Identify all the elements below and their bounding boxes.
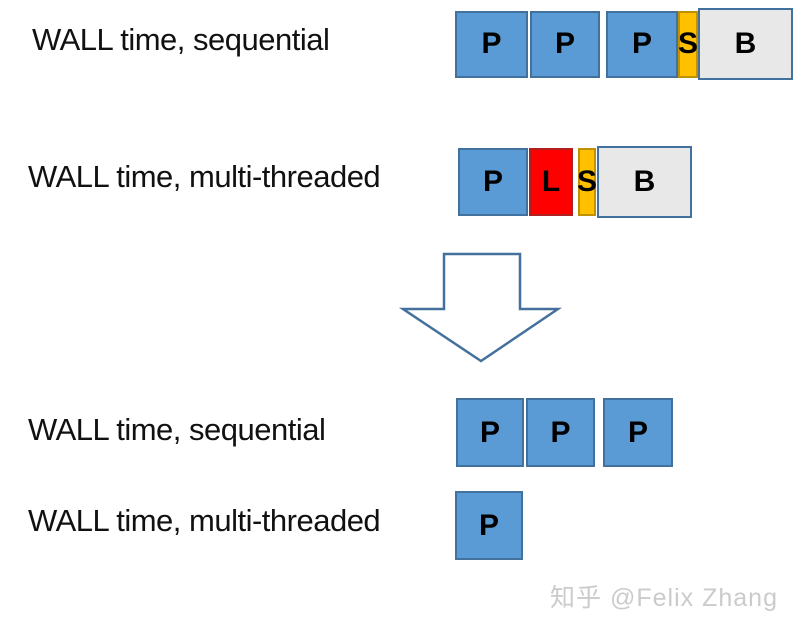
block-letter: P [482, 165, 503, 198]
block-P: P [603, 398, 673, 467]
block-letter: S [577, 165, 598, 198]
block-B: B [597, 146, 692, 218]
block-letter: P [478, 508, 499, 542]
block-P: P [458, 148, 528, 216]
zhihu-watermark: 知乎 @Felix Zhang [550, 584, 778, 612]
block-letter: S [678, 27, 699, 60]
wall-time-sequential-label-top: WALL time, sequential [32, 22, 330, 57]
block-letter: P [631, 27, 652, 60]
block-S: S [678, 10, 699, 78]
down-arrow-icon [398, 252, 562, 363]
block-letter: P [550, 415, 571, 449]
block-S: S [577, 148, 598, 216]
block-letter: P [554, 27, 575, 60]
block-letter: L [541, 165, 561, 198]
block-L: L [529, 148, 573, 216]
timeline-multithreaded-bottom: P [455, 491, 523, 560]
block-P: P [530, 10, 600, 78]
block-P: P [455, 10, 528, 78]
wall-time-sequential-label-bottom: WALL time, sequential [28, 412, 326, 447]
block-letter: P [481, 27, 502, 60]
wall-time-multithreaded-label-top: WALL time, multi-threaded [28, 159, 381, 194]
block-letter: B [734, 27, 757, 60]
block-P: P [455, 491, 523, 560]
block-letter: P [627, 415, 648, 449]
wall-time-multithreaded-label-bottom: WALL time, multi-threaded [28, 503, 381, 538]
block-B: B [698, 8, 793, 80]
block-letter: P [479, 415, 500, 449]
block-P: P [526, 398, 595, 467]
block-letter: B [633, 165, 656, 198]
block-P: P [456, 398, 524, 467]
block-P: P [606, 10, 678, 78]
